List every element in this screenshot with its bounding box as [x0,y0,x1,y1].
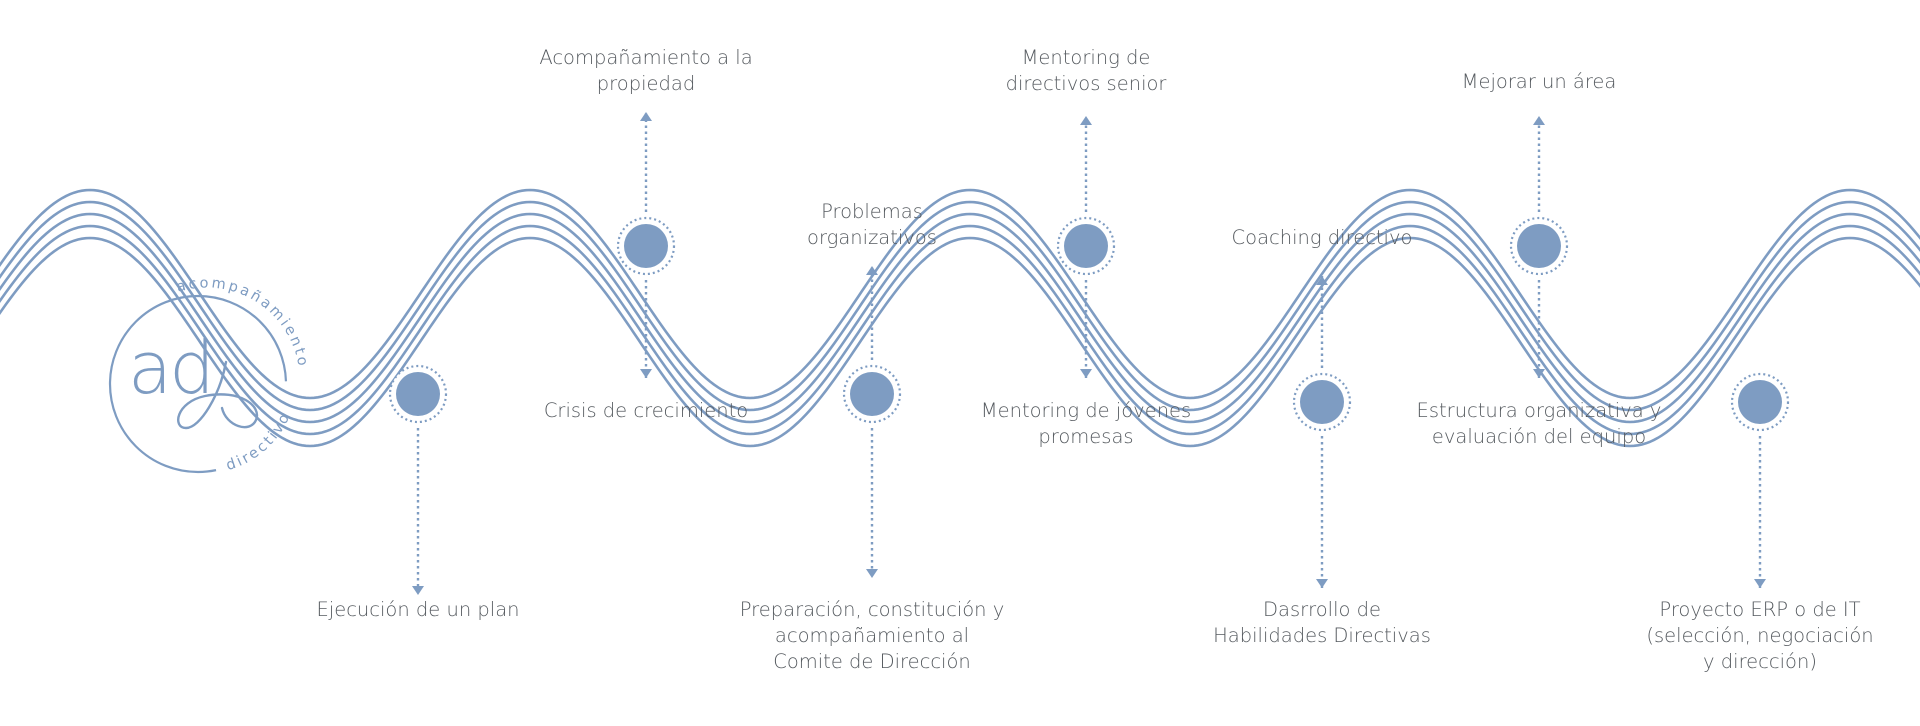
n6-label-top-line-1: Mejorar un área [1461,70,1617,93]
n4-label-bottom-line-2: promesas [1038,425,1134,448]
n5-connector-down-arrowhead [1316,579,1328,588]
n6-label-bottom-line-1: Estructura organizativa y [1416,399,1662,422]
n7-connector-down-arrowhead [1754,579,1766,588]
n3-node [850,372,894,416]
n4-label-bottom-line-1: Mentoring de jóvenes [980,399,1192,422]
n2-connector-down-arrowhead [640,369,652,378]
n1-node [396,372,440,416]
n2-connector-up-arrowhead [640,112,652,121]
n6-label-bottom: Estructura organizativa y evaluación del … [1417,398,1662,450]
n5-label-bottom-line-2: Habilidades Directivas [1213,624,1431,647]
n3-connector-down-arrowhead [866,569,878,578]
n5-label-top: Coaching directivo [1232,225,1413,251]
wave-line-3 [0,212,1920,424]
n2-node [624,224,668,268]
n6-label-top: Mejorar un área [1462,69,1617,95]
n7-label-bottom-line-1: Proyecto ERP o de IT [1659,598,1861,621]
n5-label-bottom-line-1: Dasrrollo de [1262,598,1381,621]
n2-label-bottom: Crisis de crecimiento [544,398,748,424]
n2-label-top-line-2: propiedad [596,72,696,95]
wave-line-5 [0,236,1920,448]
n3-label-top-line-2: organizativos [807,226,937,249]
n3-label-bottom-line-1: Preparación, constitución y [739,598,1005,621]
n3-label-top-line-1: Problemas [821,200,923,223]
n4-label-top-line-1: Mentoring de [1021,46,1151,69]
n3-label-bottom-line-2: acompañamiento al [774,624,970,647]
n4-label-top: Mentoring de directivos senior [1006,45,1167,97]
n3-label-bottom-line-3: Comite de Dirección [773,650,971,673]
n7-label-bottom: Proyecto ERP o de IT (selección, negociac… [1646,597,1873,675]
wave-line-1 [0,188,1920,400]
n6-connector-down-arrowhead [1533,369,1545,378]
connector-arrows [412,112,1766,595]
n4-node [1064,224,1108,268]
n2-label-top: Acompañamiento a la propiedad [539,45,752,97]
n5-label-top-line-1: Coaching directivo [1231,226,1413,249]
n7-node [1738,380,1782,424]
n5-label-bottom: Dasrrollo de Habilidades Directivas [1213,597,1431,649]
n7-label-bottom-line-2: (selección, negociación [1646,624,1874,647]
n3-label-bottom: Preparación, constitución y acompañamient… [740,597,1005,675]
n2-label-bottom-line-1: Crisis de crecimiento [543,399,749,422]
acompanamiento-directivo-logo: acompañamiento directivo ad [108,275,308,474]
n3-label-top: Problemas organizativos [807,199,937,251]
n1-connector-down-arrowhead [412,586,424,595]
n4-label-bottom: Mentoring de jóvenes promesas [981,398,1191,450]
n4-connector-down-arrowhead [1080,369,1092,378]
n1-label-bottom-line-1: Ejecución de un plan [316,598,520,621]
n6-node [1517,224,1561,268]
n7-label-bottom-line-3: y dirección) [1703,650,1817,673]
n3-connector-up-arrowhead [866,266,878,275]
n6-connector-up-arrowhead [1533,116,1545,125]
logo-infinity-swash [177,360,259,430]
n6-label-bottom-line-2: evaluación del equipo [1431,425,1647,448]
nodes [388,216,1790,432]
wave-line-2 [0,200,1920,412]
n5-connector-up-arrowhead [1316,276,1328,285]
wave-line-4 [0,224,1920,436]
n5-node [1300,380,1344,424]
n4-connector-up-arrowhead [1080,116,1092,125]
wave-lines [0,188,1920,448]
n2-label-top-line-1: Acompañamiento a la [539,46,753,69]
n4-label-top-line-2: directivos senior [1005,72,1167,95]
logo-ring [108,294,288,474]
n1-label-bottom: Ejecución de un plan [316,597,519,623]
